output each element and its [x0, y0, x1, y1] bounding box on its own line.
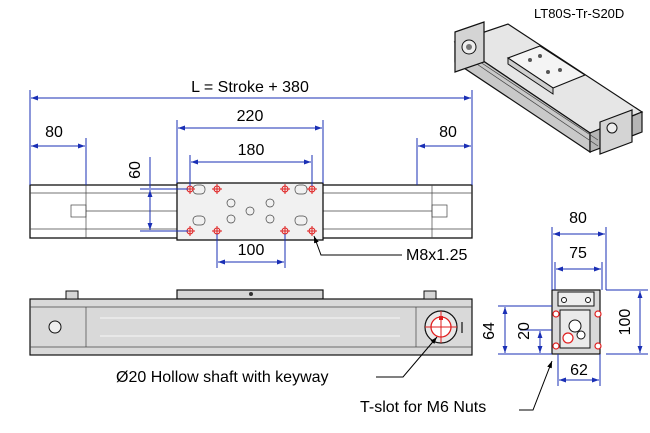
dim-end-right: 80	[439, 124, 457, 141]
top-view-dimensions	[29, 90, 473, 268]
model-code: LT80S-Tr-S20D	[534, 6, 624, 21]
dim-hole-spacing-inner: 100	[238, 242, 265, 259]
section-height: 100	[617, 309, 634, 336]
section-view	[551, 289, 602, 355]
section-shaft-offset: 20	[516, 322, 533, 340]
section-width-inner: 75	[569, 245, 587, 262]
section-bottom-width: 62	[570, 362, 588, 379]
dim-carriage-height: 60	[127, 161, 144, 179]
dim-carriage-length: 220	[237, 108, 264, 125]
dim-hole-spacing-outer: 180	[238, 142, 265, 159]
dim-overall-length: L = Stroke + 380	[191, 79, 309, 96]
top-view	[29, 182, 473, 241]
slot-callout: T-slot for M6 Nuts	[360, 399, 486, 416]
section-view-dimensions	[498, 227, 648, 386]
thread-callout: M8x1.25	[406, 247, 467, 264]
section-width-outer: 80	[569, 210, 587, 227]
section-shaft-height: 64	[481, 322, 498, 340]
side-view	[29, 289, 553, 411]
isometric-view	[453, 21, 644, 155]
dim-end-left: 80	[45, 124, 63, 141]
shaft-callout: Ø20 Hollow shaft with keyway	[116, 369, 329, 386]
